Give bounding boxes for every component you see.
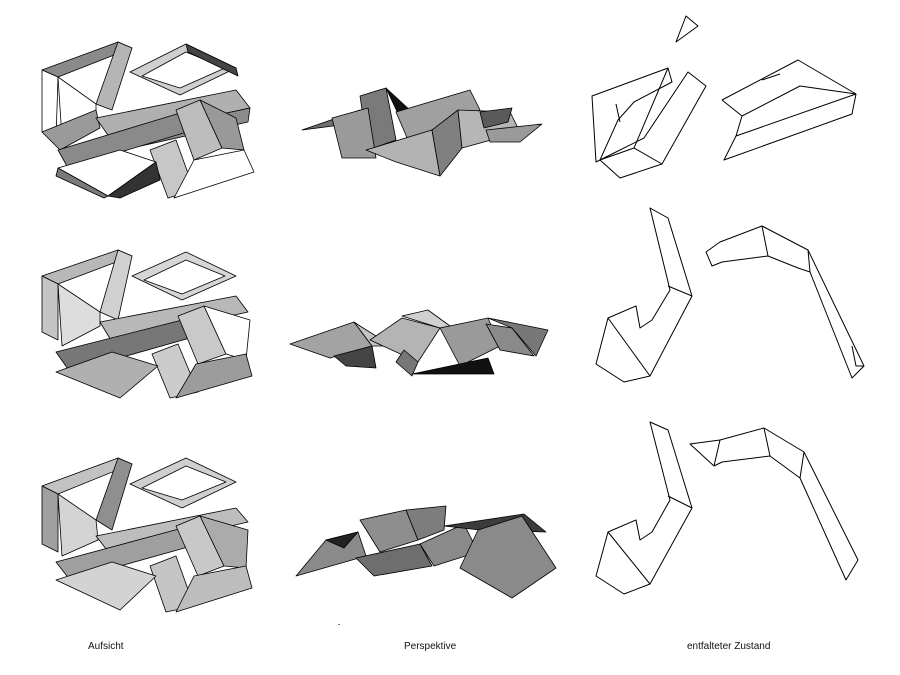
perspective-face bbox=[485, 123, 543, 143]
perspective-face bbox=[395, 349, 419, 377]
plan-face bbox=[143, 259, 226, 295]
plan-face bbox=[175, 565, 253, 613]
plan-face bbox=[185, 43, 239, 77]
column-caption-entfalteter-zustand: entfalteter Zustand bbox=[687, 641, 771, 652]
unfolded-strip-left bbox=[591, 67, 707, 179]
plan-view-row-2 bbox=[41, 249, 253, 399]
plan-face bbox=[107, 161, 161, 199]
unfolded-strip-right bbox=[721, 59, 857, 161]
perspective-view-row-3 bbox=[295, 505, 557, 599]
unfolded-view-row-3 bbox=[595, 421, 859, 595]
plan-face bbox=[41, 109, 101, 151]
plan-face bbox=[55, 351, 159, 399]
plan-face bbox=[41, 275, 59, 341]
perspective-face bbox=[395, 89, 481, 141]
plan-face bbox=[173, 149, 255, 199]
perspective-face bbox=[333, 345, 377, 369]
plan-face bbox=[57, 493, 99, 557]
plan-face bbox=[141, 465, 227, 501]
perspective-face bbox=[411, 357, 495, 375]
perspective-face bbox=[487, 317, 549, 357]
perspective-face bbox=[325, 531, 359, 549]
plan-face bbox=[95, 41, 133, 111]
perspective-view-row-1 bbox=[301, 87, 543, 177]
plan-face bbox=[41, 485, 59, 553]
plan-face bbox=[175, 353, 253, 399]
plan-face bbox=[55, 561, 157, 611]
perspective-face bbox=[405, 505, 447, 541]
plan-view-row-1 bbox=[41, 41, 255, 199]
plan-face bbox=[55, 167, 109, 199]
perspective-face bbox=[479, 107, 513, 129]
unfolded-strip-left bbox=[595, 207, 693, 383]
plan-face bbox=[99, 295, 249, 343]
column-caption-perspektive: Perspektive bbox=[404, 641, 457, 652]
perspective-view-row-2 bbox=[289, 309, 549, 377]
unfolded-strip-right bbox=[705, 225, 865, 379]
unfolded-strip-right bbox=[689, 427, 859, 581]
unfolded-triangle bbox=[675, 15, 699, 43]
unfolded-view-row-2 bbox=[595, 207, 865, 383]
perspective-face bbox=[331, 107, 377, 159]
unfolded-strip-left bbox=[595, 421, 693, 595]
stray-mark bbox=[338, 624, 340, 625]
column-caption-aufsicht: Aufsicht bbox=[88, 641, 124, 652]
unfolded-view-row-1 bbox=[591, 15, 857, 179]
unfolded-fold-lines bbox=[599, 67, 669, 165]
plan-view-row-3 bbox=[41, 457, 253, 613]
plan-face bbox=[95, 457, 133, 531]
perspective-face bbox=[459, 515, 557, 599]
perspective-face bbox=[355, 543, 433, 577]
perspective-face bbox=[485, 323, 535, 357]
plan-face bbox=[57, 283, 101, 347]
